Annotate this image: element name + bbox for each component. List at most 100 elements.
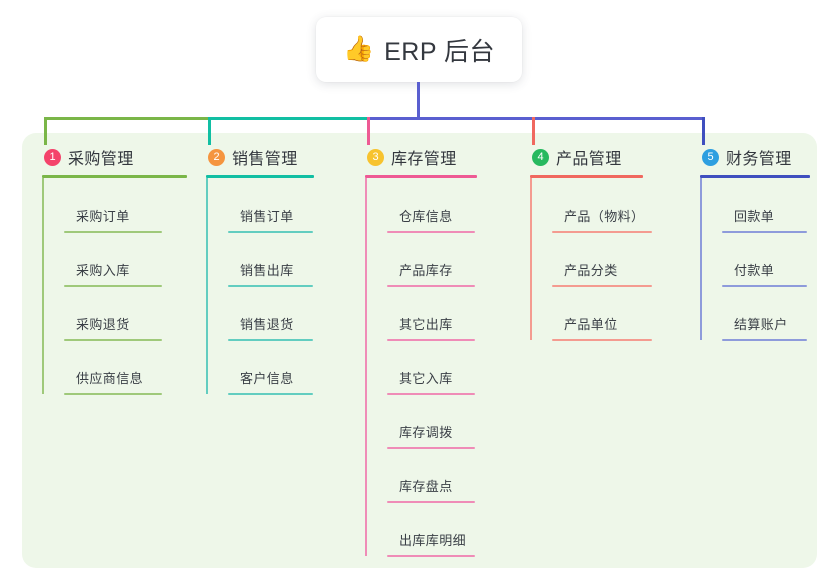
leaf-item[interactable]: 回款单 [722,178,810,233]
leaf-item[interactable]: 库存盘点 [387,448,477,503]
leaf-item-label: 其它入库 [399,371,453,386]
leaf-item[interactable]: 其它出库 [387,286,477,341]
column-badge-3: 3 [367,148,384,166]
column-stem-1 [42,178,44,394]
leaf-item[interactable]: 付款单 [722,232,810,287]
column-badge-5: 5 [702,148,719,166]
leaf-item[interactable]: 结算账户 [722,286,810,341]
column-2: 2 销售管理销售订单销售出库销售退货客户信息 [206,146,314,395]
column-header-1[interactable]: 1 采购管理 [42,146,187,168]
connector-drop-4 [532,117,535,145]
leaf-item[interactable]: 仓库信息 [387,178,477,233]
column-badge-1: 1 [44,148,61,166]
leaf-item-label: 销售出库 [240,263,294,278]
leaf-item-rule [552,339,652,341]
thumbs-up-icon: 👍 [342,35,375,63]
leaf-item[interactable]: 供应商信息 [64,340,187,395]
leaf-item-label: 回款单 [734,209,775,224]
connector-bus-left [44,117,211,120]
leaf-item[interactable]: 采购入库 [64,232,187,287]
connector-drop-1 [44,117,47,145]
leaf-item-rule [387,393,475,395]
column-stem-4 [530,178,532,340]
column-3: 3 库存管理仓库信息产品库存其它出库其它入库库存调拨库存盘点出库库明细 [365,146,477,557]
leaf-item-label: 付款单 [734,263,775,278]
column-items-2: 销售订单销售出库销售退货客户信息 [206,178,314,395]
leaf-item-label: 出库库明细 [399,533,467,548]
column-title-4: 产品管理 [556,151,622,168]
leaf-item-label: 库存盘点 [399,479,453,494]
column-header-5[interactable]: 5 财务管理 [700,146,810,168]
column-title-1: 采购管理 [68,151,134,168]
connector-drop-5 [702,117,705,145]
column-badge-2: 2 [208,148,225,166]
column-header-2[interactable]: 2 销售管理 [206,146,314,168]
leaf-item-rule [387,339,475,341]
leaf-item[interactable]: 销售退货 [228,286,314,341]
leaf-item[interactable]: 产品单位 [552,286,652,341]
column-title-2: 销售管理 [232,151,298,168]
leaf-item[interactable]: 产品分类 [552,232,652,287]
leaf-item-label: 产品库存 [399,263,453,278]
column-title-5: 财务管理 [726,151,792,168]
leaf-item-rule [387,447,475,449]
leaf-item-rule [64,231,162,233]
leaf-item[interactable]: 其它入库 [387,340,477,395]
leaf-item-rule [228,231,313,233]
leaf-item-rule [552,231,652,233]
leaf-item[interactable]: 销售出库 [228,232,314,287]
connector-bus-right [367,117,705,120]
leaf-item[interactable]: 产品库存 [387,232,477,287]
root-node-card[interactable]: 👍 ERP 后台 [316,17,522,82]
leaf-item-rule [552,285,652,287]
leaf-item[interactable]: 出库库明细 [387,502,477,557]
column-underline-4 [530,175,643,178]
leaf-item[interactable]: 销售订单 [228,178,314,233]
column-underline-2 [206,175,314,178]
leaf-item-rule [64,339,162,341]
leaf-item-label: 仓库信息 [399,209,453,224]
column-items-3: 仓库信息产品库存其它出库其它入库库存调拨库存盘点出库库明细 [365,178,477,557]
leaf-item-rule [387,231,475,233]
leaf-item-rule [64,285,162,287]
background-panel [22,133,817,568]
leaf-item-rule [64,393,162,395]
column-stem-3 [365,178,367,556]
leaf-item-rule [228,393,313,395]
leaf-item-label: 产品分类 [564,263,618,278]
column-1: 1 采购管理采购订单采购入库采购退货供应商信息 [42,146,187,395]
leaf-item[interactable]: 采购订单 [64,178,187,233]
leaf-item[interactable]: 库存调拨 [387,394,477,449]
leaf-item-label: 销售订单 [240,209,294,224]
leaf-item-label: 采购入库 [76,263,130,278]
column-items-5: 回款单付款单结算账户 [700,178,810,341]
column-underline-5 [700,175,810,178]
leaf-item-label: 采购订单 [76,209,130,224]
column-title-3: 库存管理 [391,151,457,168]
column-underline-1 [42,175,187,178]
column-underline-3 [365,175,477,178]
root-node-title: ERP 后台 [384,37,496,66]
column-items-4: 产品（物料） 产品分类产品单位 [530,178,652,341]
leaf-item-label: 产品（物料） [564,209,645,224]
leaf-item[interactable]: 产品（物料） [552,178,652,233]
leaf-item-rule [228,285,313,287]
leaf-item[interactable]: 客户信息 [228,340,314,395]
column-stem-2 [206,178,208,394]
leaf-item-rule [387,501,475,503]
connector-root-drop [417,82,420,120]
leaf-item[interactable]: 采购退货 [64,286,187,341]
leaf-item-label: 客户信息 [240,371,294,386]
column-items-1: 采购订单采购入库采购退货供应商信息 [42,178,187,395]
column-header-3[interactable]: 3 库存管理 [365,146,477,168]
leaf-item-rule [387,555,475,557]
column-5: 5 财务管理回款单付款单结算账户 [700,146,810,341]
leaf-item-rule [722,285,807,287]
leaf-item-rule [387,285,475,287]
leaf-item-label: 结算账户 [734,317,788,332]
leaf-item-label: 供应商信息 [76,371,144,386]
connector-bus-mid [208,117,370,120]
